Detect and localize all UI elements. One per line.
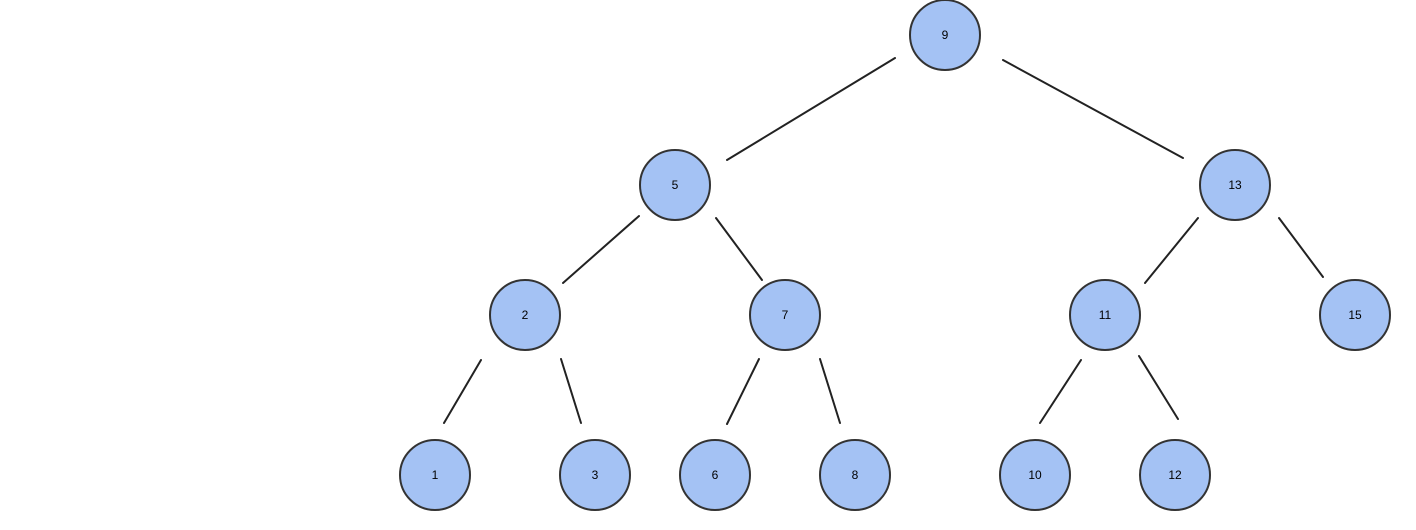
edge-n7-n6 <box>726 358 760 425</box>
node-label: 7 <box>782 308 789 322</box>
tree-node-5: 5 <box>639 149 711 221</box>
node-circle <box>1069 279 1141 351</box>
node-label: 1 <box>432 468 439 482</box>
tree-node-12: 12 <box>1139 439 1211 511</box>
node-label: 5 <box>672 178 679 192</box>
edge-n9-n13 <box>1002 59 1184 159</box>
edge-n13-n11 <box>1144 217 1199 284</box>
node-label: 9 <box>942 28 949 42</box>
tree-node-9: 9 <box>909 0 981 71</box>
tree-node-3: 3 <box>559 439 631 511</box>
edge-n9-n5 <box>726 57 896 161</box>
node-circle <box>399 439 471 511</box>
tree-node-8: 8 <box>819 439 891 511</box>
tree-edges <box>443 57 1324 425</box>
edge-n5-n7 <box>715 217 763 281</box>
edge-n7-n8 <box>819 358 841 424</box>
tree-node-11: 11 <box>1069 279 1141 351</box>
tree-node-6: 6 <box>679 439 751 511</box>
node-label: 3 <box>592 468 599 482</box>
edge-n11-n12 <box>1138 355 1179 420</box>
node-circle <box>639 149 711 221</box>
node-circle <box>819 439 891 511</box>
node-circle <box>999 439 1071 511</box>
node-circle <box>1139 439 1211 511</box>
node-circle <box>909 0 981 71</box>
tree-node-7: 7 <box>749 279 821 351</box>
tree-node-15: 15 <box>1319 279 1391 351</box>
node-circle <box>559 439 631 511</box>
node-circle <box>489 279 561 351</box>
node-label: 15 <box>1348 308 1362 322</box>
tree-node-1: 1 <box>399 439 471 511</box>
node-label: 8 <box>852 468 859 482</box>
edge-n2-n1 <box>443 359 482 424</box>
edge-n13-n15 <box>1278 217 1324 278</box>
node-label: 12 <box>1168 468 1182 482</box>
node-label: 10 <box>1028 468 1042 482</box>
node-circle <box>1199 149 1271 221</box>
tree-node-13: 13 <box>1199 149 1271 221</box>
node-label: 6 <box>712 468 719 482</box>
edge-n5-n2 <box>562 215 640 284</box>
node-circle <box>1319 279 1391 351</box>
edge-n2-n3 <box>560 358 582 424</box>
node-label: 11 <box>1099 308 1112 322</box>
node-circle <box>679 439 751 511</box>
tree-node-2: 2 <box>489 279 561 351</box>
node-circle <box>749 279 821 351</box>
node-label: 2 <box>522 308 529 322</box>
node-label: 13 <box>1228 178 1242 192</box>
tree-node-10: 10 <box>999 439 1071 511</box>
edge-n11-n10 <box>1039 359 1082 424</box>
